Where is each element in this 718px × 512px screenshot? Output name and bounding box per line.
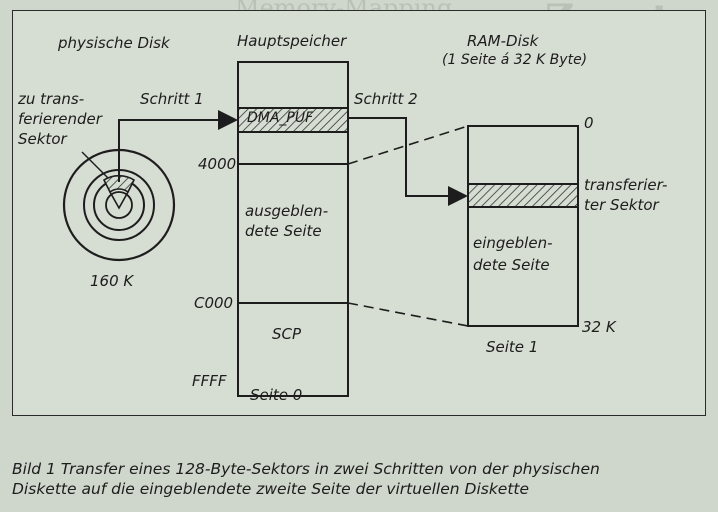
main-memory-label: Hauptspeicher [237,32,347,50]
step2-label: Schritt 2 [354,90,418,108]
sector-label-line-2: ferierender [18,110,102,128]
transfer-sector-block [467,183,579,208]
step1-arrow [118,110,238,182]
disk-size-label: 160 K [90,272,134,290]
shown-page-label-2: dete Seite [473,256,550,274]
figure-caption: Bild 1 Transfer eines 128-Byte-Sektors i… [12,459,600,499]
shown-page-label-1: eingeblen- [473,234,553,252]
transfer-sector-label-1: transferier- [584,176,668,194]
ram-address-32k: 32 K [582,318,616,336]
address-ffff: FFFF [192,372,227,390]
address-4000: 4000 [198,155,237,173]
caption-line-2: Diskette auf die eingeblendete zweite Se… [12,480,530,498]
caption-line-1: Bild 1 Transfer eines 128-Byte-Sektors i… [12,460,600,478]
step1-label: Schritt 1 [140,90,204,108]
physical-disk-label: physische Disk [58,34,170,52]
sector-label-line-1: zu trans- [18,90,85,108]
sector-label-line-3: Sektor [18,130,67,148]
disk-sector [102,174,136,194]
step2-arrow [348,117,468,206]
hidden-page-label-1: ausgeblen- [245,202,329,220]
page1-label: Seite 1 [486,338,539,356]
address-c000: C000 [194,294,234,312]
page0-label: Seite 0 [250,386,303,404]
dma-buffer-block [237,107,349,133]
scp-label: SCP [272,325,302,343]
dma-buffer-label: DMA_PUF [247,110,314,126]
main-memory-box [237,61,349,397]
hidden-page-label-2: dete Seite [245,222,322,240]
transfer-sector-label-2: ter Sektor [584,196,659,214]
ram-disk-label: RAM-Disk [467,32,539,50]
ram-disk-sub-label: (1 Seite á 32 K Byte) [442,52,588,68]
ram-disk-box [467,125,579,327]
diagram-frame [12,10,706,416]
ram-address-0: 0 [584,114,594,132]
mapping-line-top [347,125,469,165]
mapping-line-bottom [347,302,469,327]
